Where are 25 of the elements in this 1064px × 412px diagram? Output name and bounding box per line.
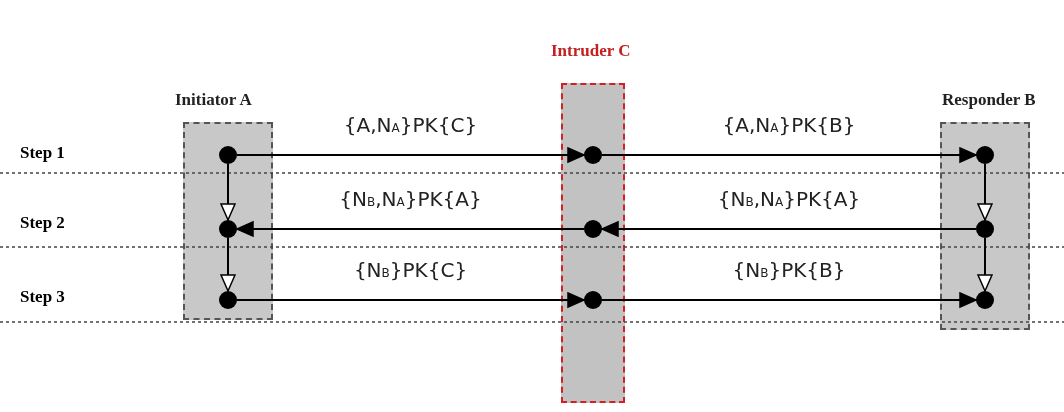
event-dot	[219, 291, 237, 309]
event-dot	[584, 220, 602, 238]
step-label: Step 2	[20, 213, 65, 233]
lifeline-heading: Responder B	[942, 90, 1036, 110]
message-arrow	[601, 221, 977, 237]
message-arrow	[977, 163, 993, 221]
message-arrow	[977, 237, 993, 292]
message-arrow	[601, 147, 977, 163]
lifeline-heading: Intruder C	[551, 41, 631, 61]
message-arrow	[601, 292, 977, 308]
lifeline-heading: Initiator A	[175, 90, 252, 110]
event-dot	[976, 291, 994, 309]
message-arrow	[236, 292, 585, 308]
event-dot	[219, 220, 237, 238]
message-arrow	[220, 163, 236, 221]
event-dot	[584, 146, 602, 164]
event-dot	[219, 146, 237, 164]
step-label: Step 1	[20, 143, 65, 163]
event-dot	[976, 220, 994, 238]
message-arrow	[220, 237, 236, 292]
event-dot	[584, 291, 602, 309]
step-label: Step 3	[20, 287, 65, 307]
event-dot	[976, 146, 994, 164]
message-arrow	[236, 147, 585, 163]
message-arrow	[236, 221, 585, 237]
